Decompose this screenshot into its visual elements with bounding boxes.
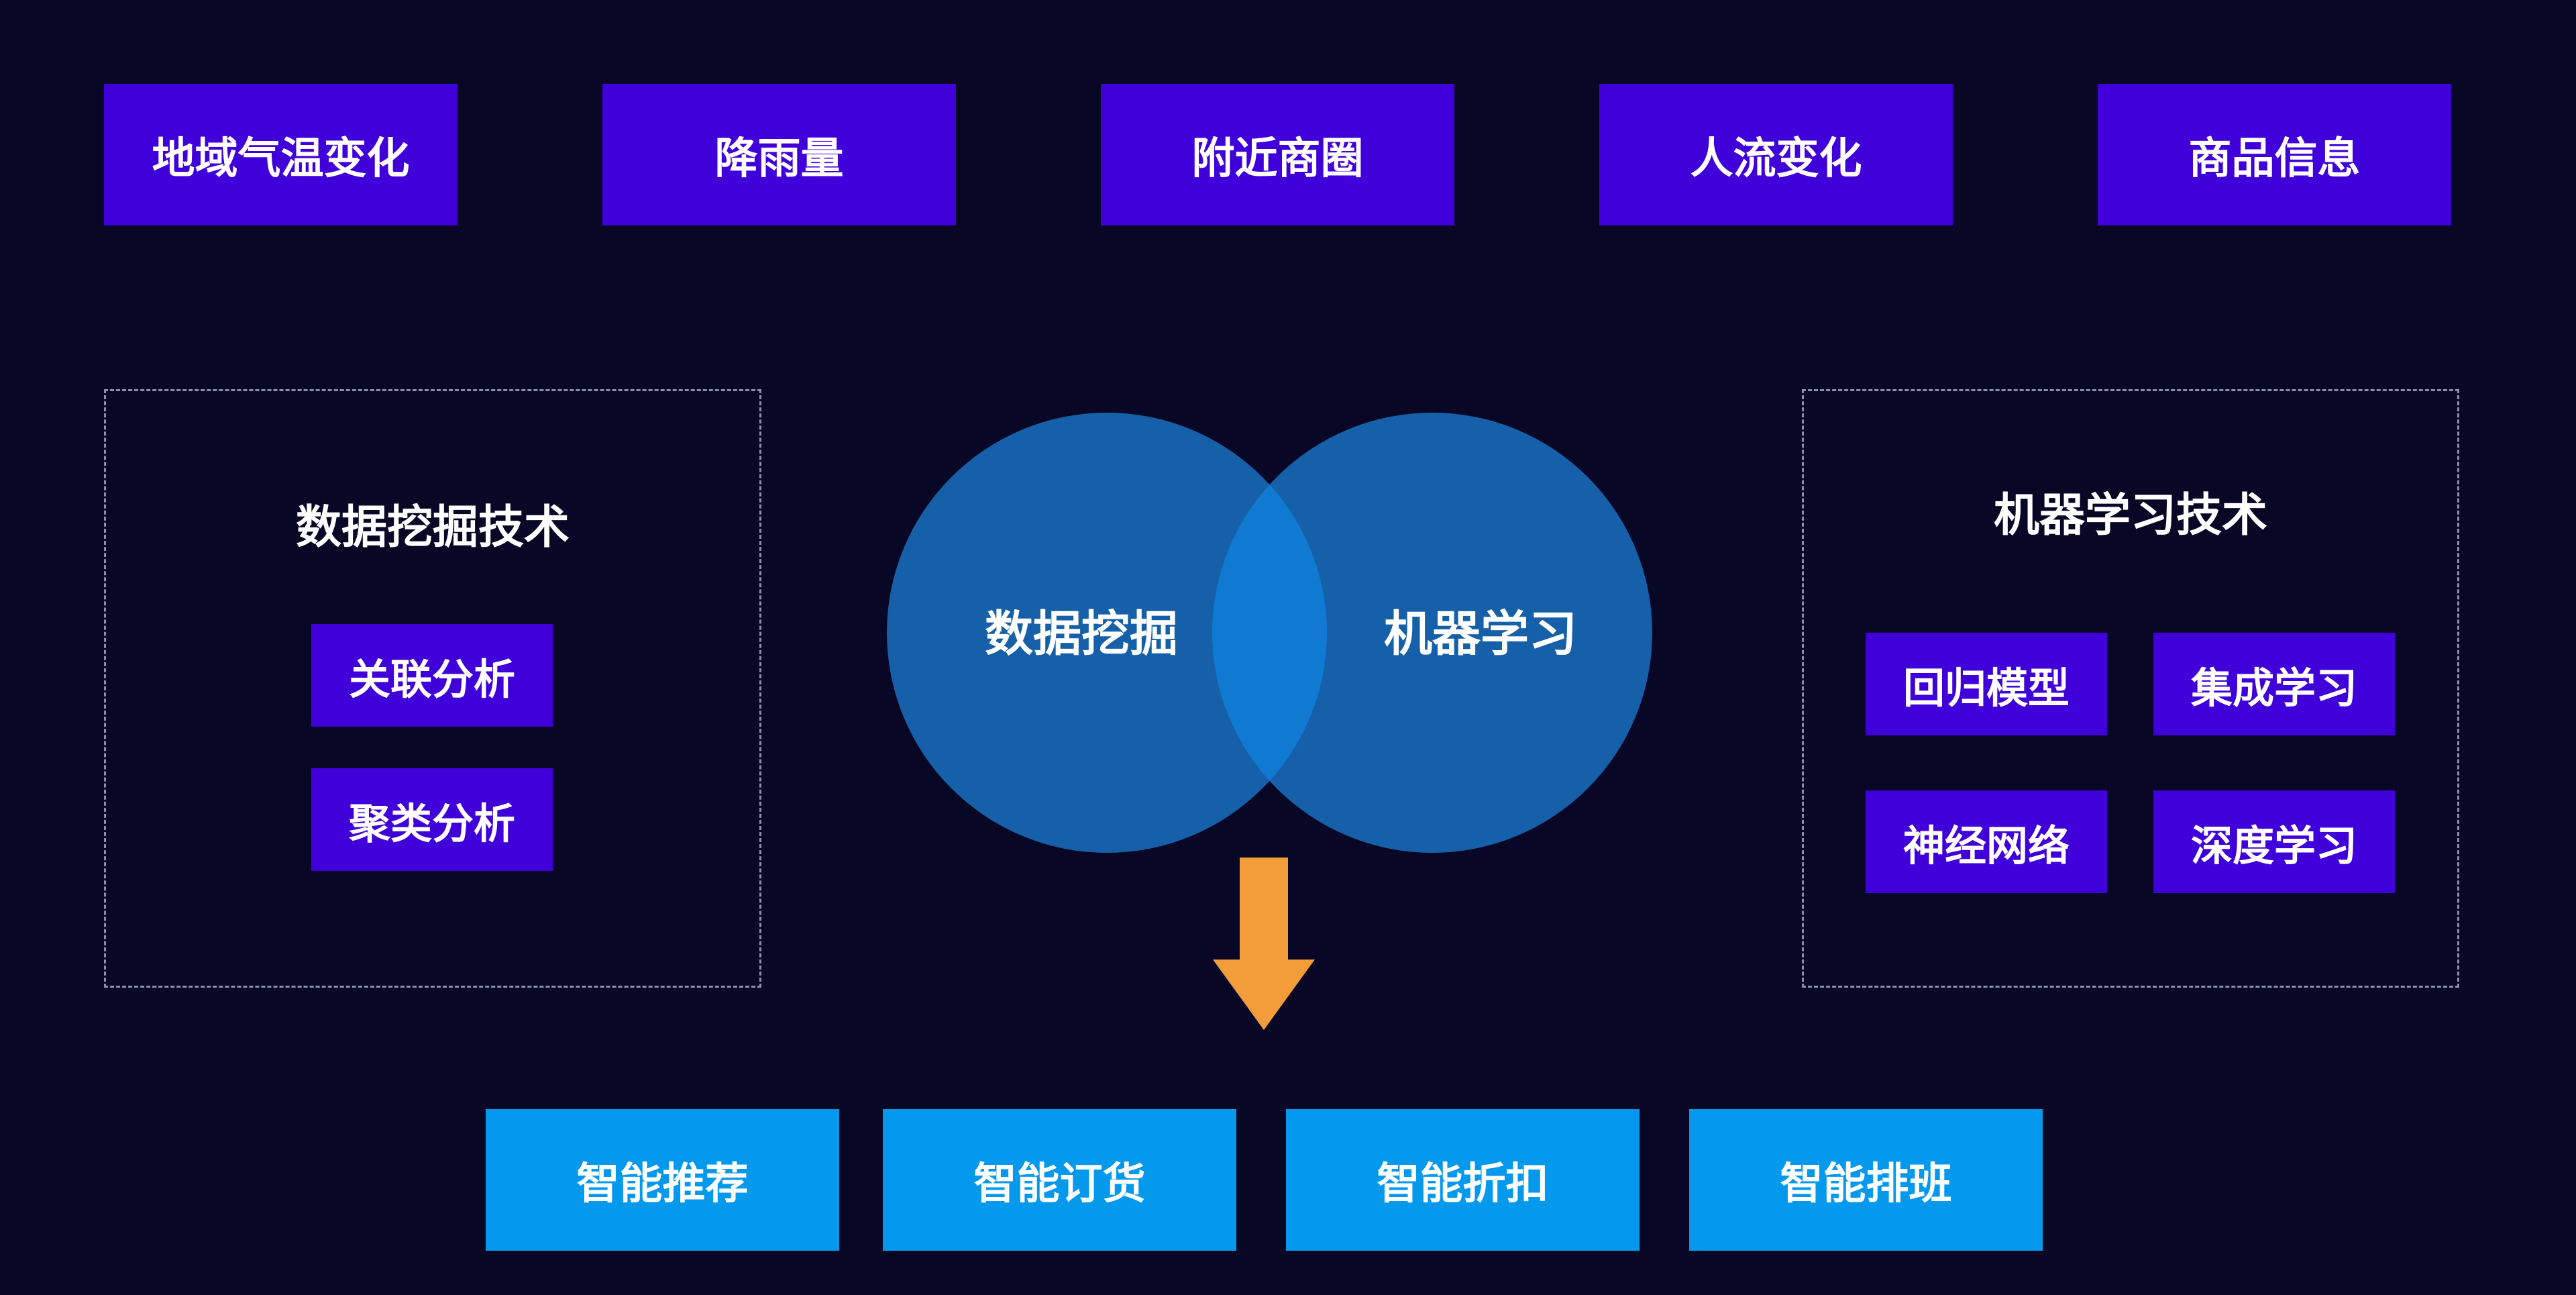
output-box: 智能折扣 — [1286, 1109, 1640, 1251]
technique-box: 集成学习 — [2153, 633, 2395, 735]
output-label: 智能排班 — [1780, 1159, 1952, 1209]
input-factor-label: 地域气温变化 — [152, 134, 410, 184]
machine-learning-panel — [1802, 389, 2459, 988]
output-box: 智能排班 — [1689, 1109, 2043, 1251]
input-factor-label: 降雨量 — [714, 134, 844, 184]
output-label: 智能推荐 — [576, 1159, 749, 1209]
technique-box: 聚类分析 — [311, 768, 553, 871]
output-box: 智能订货 — [883, 1109, 1236, 1251]
output-label: 智能折扣 — [1377, 1159, 1549, 1209]
technique-label: 集成学习 — [2190, 663, 2357, 713]
technique-box: 回归模型 — [1866, 633, 2107, 735]
input-factor-box: 附近商圈 — [1101, 84, 1454, 225]
technique-box: 关联分析 — [311, 624, 553, 727]
technique-label: 回归模型 — [1902, 663, 2070, 713]
input-factor-label: 附近商圈 — [1191, 134, 1364, 184]
output-label: 智能订货 — [973, 1159, 1146, 1209]
input-factor-box: 降雨量 — [602, 84, 956, 225]
data-mining-circle — [887, 413, 1327, 853]
data-mining-circle-label: 数据挖掘 — [985, 606, 1178, 662]
down-arrow — [1213, 858, 1315, 1030]
input-factor-box: 人流变化 — [1599, 84, 1953, 225]
technique-label: 深度学习 — [2190, 821, 2357, 870]
input-factor-label: 人流变化 — [1690, 134, 1862, 184]
technique-box: 神经网络 — [1866, 790, 2107, 893]
technique-label: 聚类分析 — [348, 798, 515, 848]
output-box: 智能推荐 — [486, 1109, 839, 1251]
technique-box: 深度学习 — [2153, 790, 2395, 893]
machine-learning-circle — [1212, 413, 1652, 853]
input-factor-label: 商品信息 — [2188, 134, 2361, 184]
input-factor-box: 地域气温变化 — [104, 84, 458, 225]
input-factor-box: 商品信息 — [2098, 84, 2451, 225]
machine-learning-circle-label: 机器学习 — [1384, 606, 1577, 662]
machine-learning-panel-title: 机器学习技术 — [1993, 489, 2267, 542]
data-mining-panel — [104, 389, 761, 988]
data-mining-panel-title: 数据挖掘技术 — [295, 501, 570, 554]
technique-label: 关联分析 — [348, 654, 515, 704]
technique-label: 神经网络 — [1902, 821, 2070, 870]
